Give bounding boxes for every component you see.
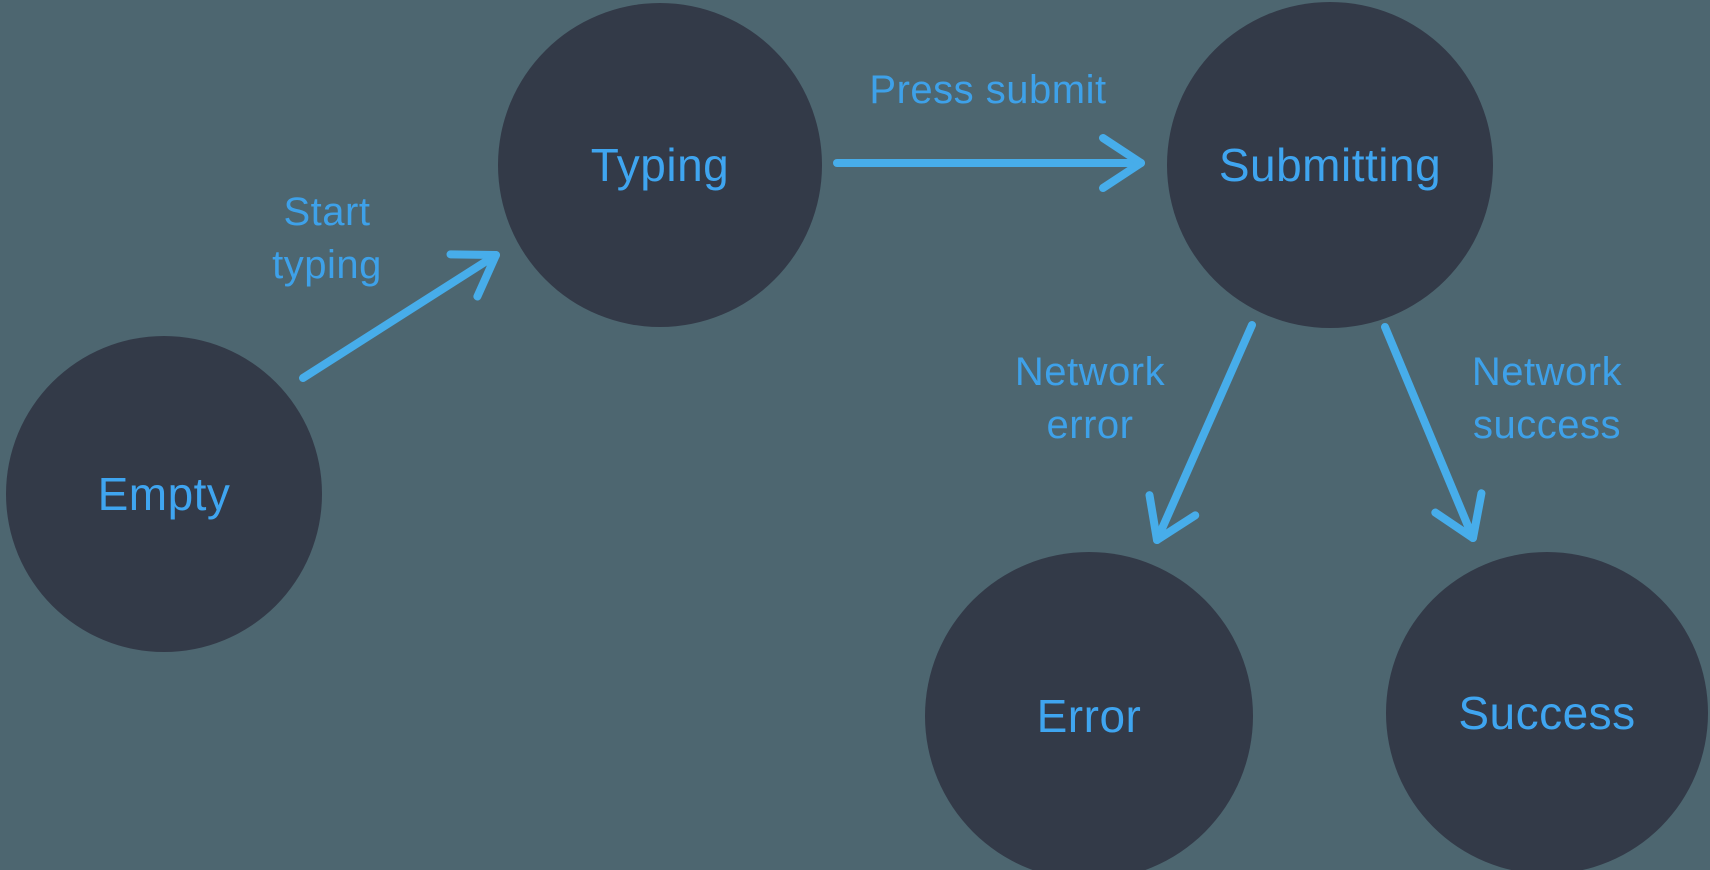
transition-label-press-submit: Press submit xyxy=(869,68,1107,112)
state-node-success: Success xyxy=(1386,552,1708,870)
state-label-submitting: Submitting xyxy=(1218,139,1442,191)
state-label-empty: Empty xyxy=(97,468,231,520)
state-label-success: Success xyxy=(1458,687,1636,739)
state-node-typing: Typing xyxy=(498,3,822,327)
state-node-empty: Empty xyxy=(6,336,322,652)
transition-label-network-error: Network error xyxy=(1014,350,1166,447)
state-node-submitting: Submitting xyxy=(1167,2,1493,328)
transition-arrow-submitting-to-success xyxy=(1381,323,1486,542)
state-label-error: Error xyxy=(1036,690,1142,742)
transition-arrow-empty-to-typing xyxy=(299,250,500,382)
state-node-error: Error xyxy=(925,552,1253,870)
transition-label-start-typing: Start typing xyxy=(272,190,382,287)
transition-label-network-success: Network success xyxy=(1471,350,1623,447)
transition-arrow-submitting-to-error xyxy=(1145,321,1256,544)
state-label-typing: Typing xyxy=(590,139,730,191)
